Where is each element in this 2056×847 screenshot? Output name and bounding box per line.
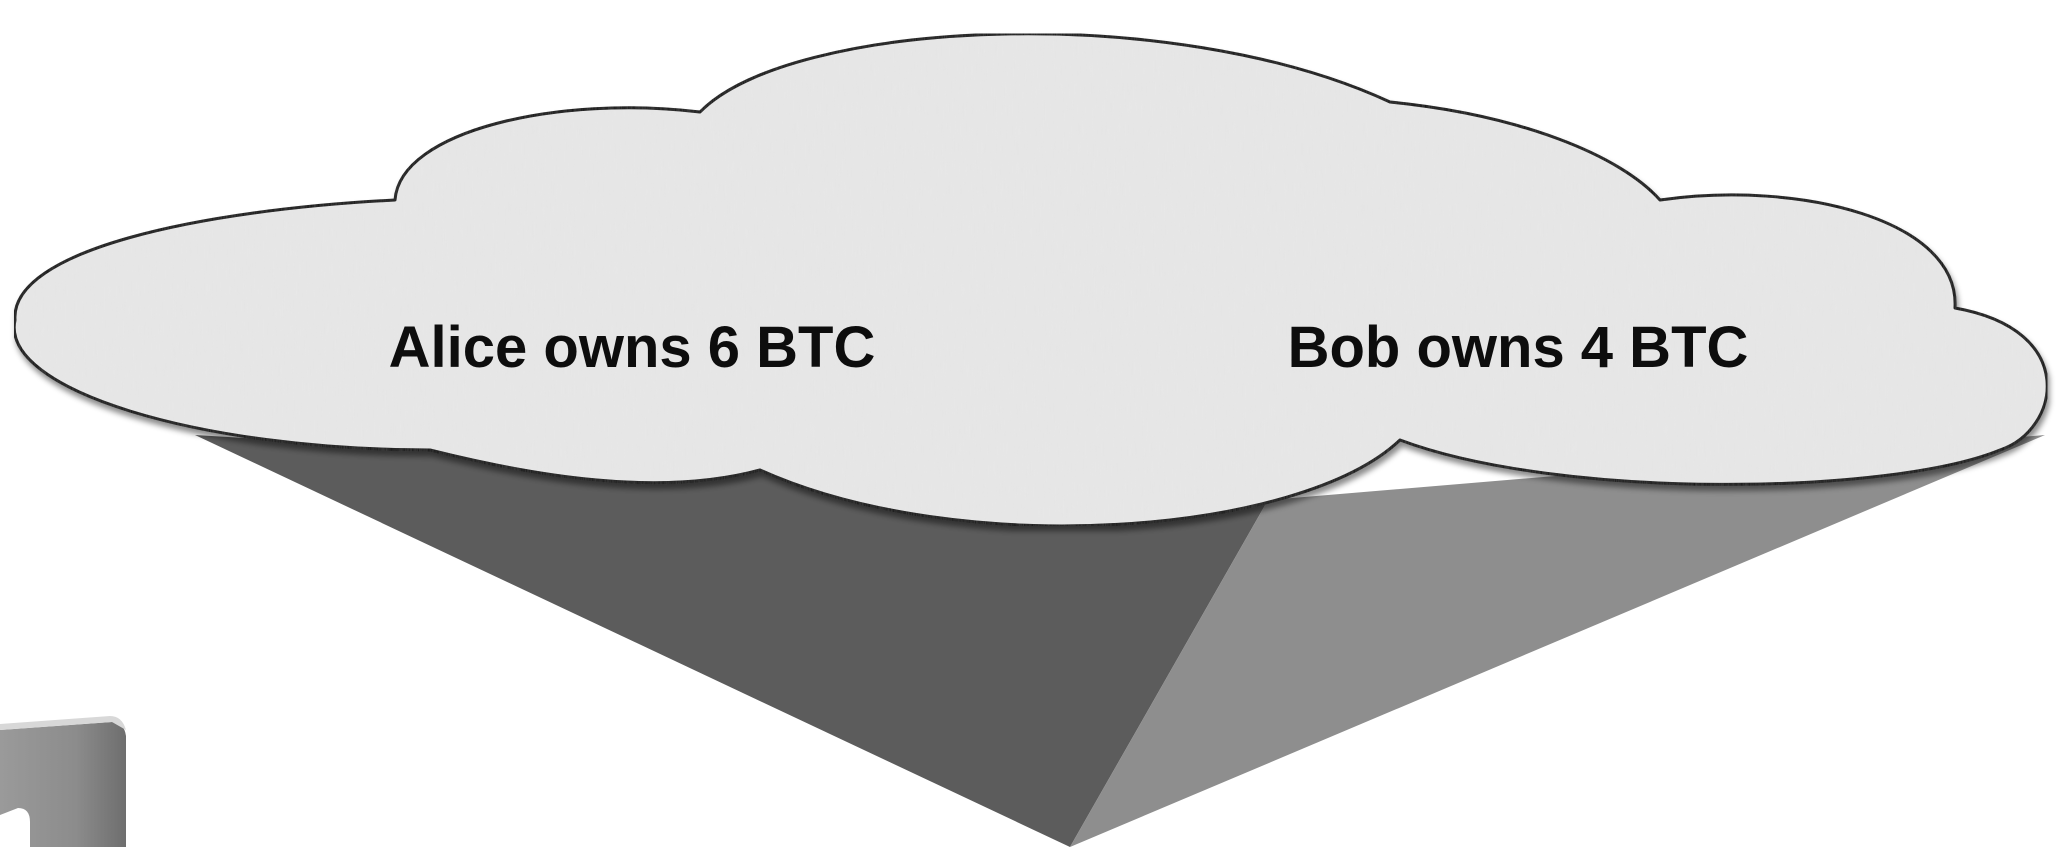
cloud-label-bob: Bob owns 4 BTC bbox=[1288, 315, 1749, 380]
cloud-shape bbox=[12, 32, 2049, 528]
concrete-block-top bbox=[0, 716, 126, 730]
pyramid-left-face bbox=[195, 435, 1268, 847]
concrete-block-front bbox=[0, 722, 126, 847]
inverted-pyramid bbox=[195, 435, 2045, 847]
pyramid-right-face bbox=[1070, 435, 2045, 847]
concrete-block-notch bbox=[0, 808, 30, 847]
cloud-label-alice: Alice owns 6 BTC bbox=[389, 315, 876, 380]
concrete-block bbox=[0, 716, 126, 847]
ledger-cloud: Alice owns 6 BTC Bob owns 4 BTC bbox=[12, 32, 2049, 528]
